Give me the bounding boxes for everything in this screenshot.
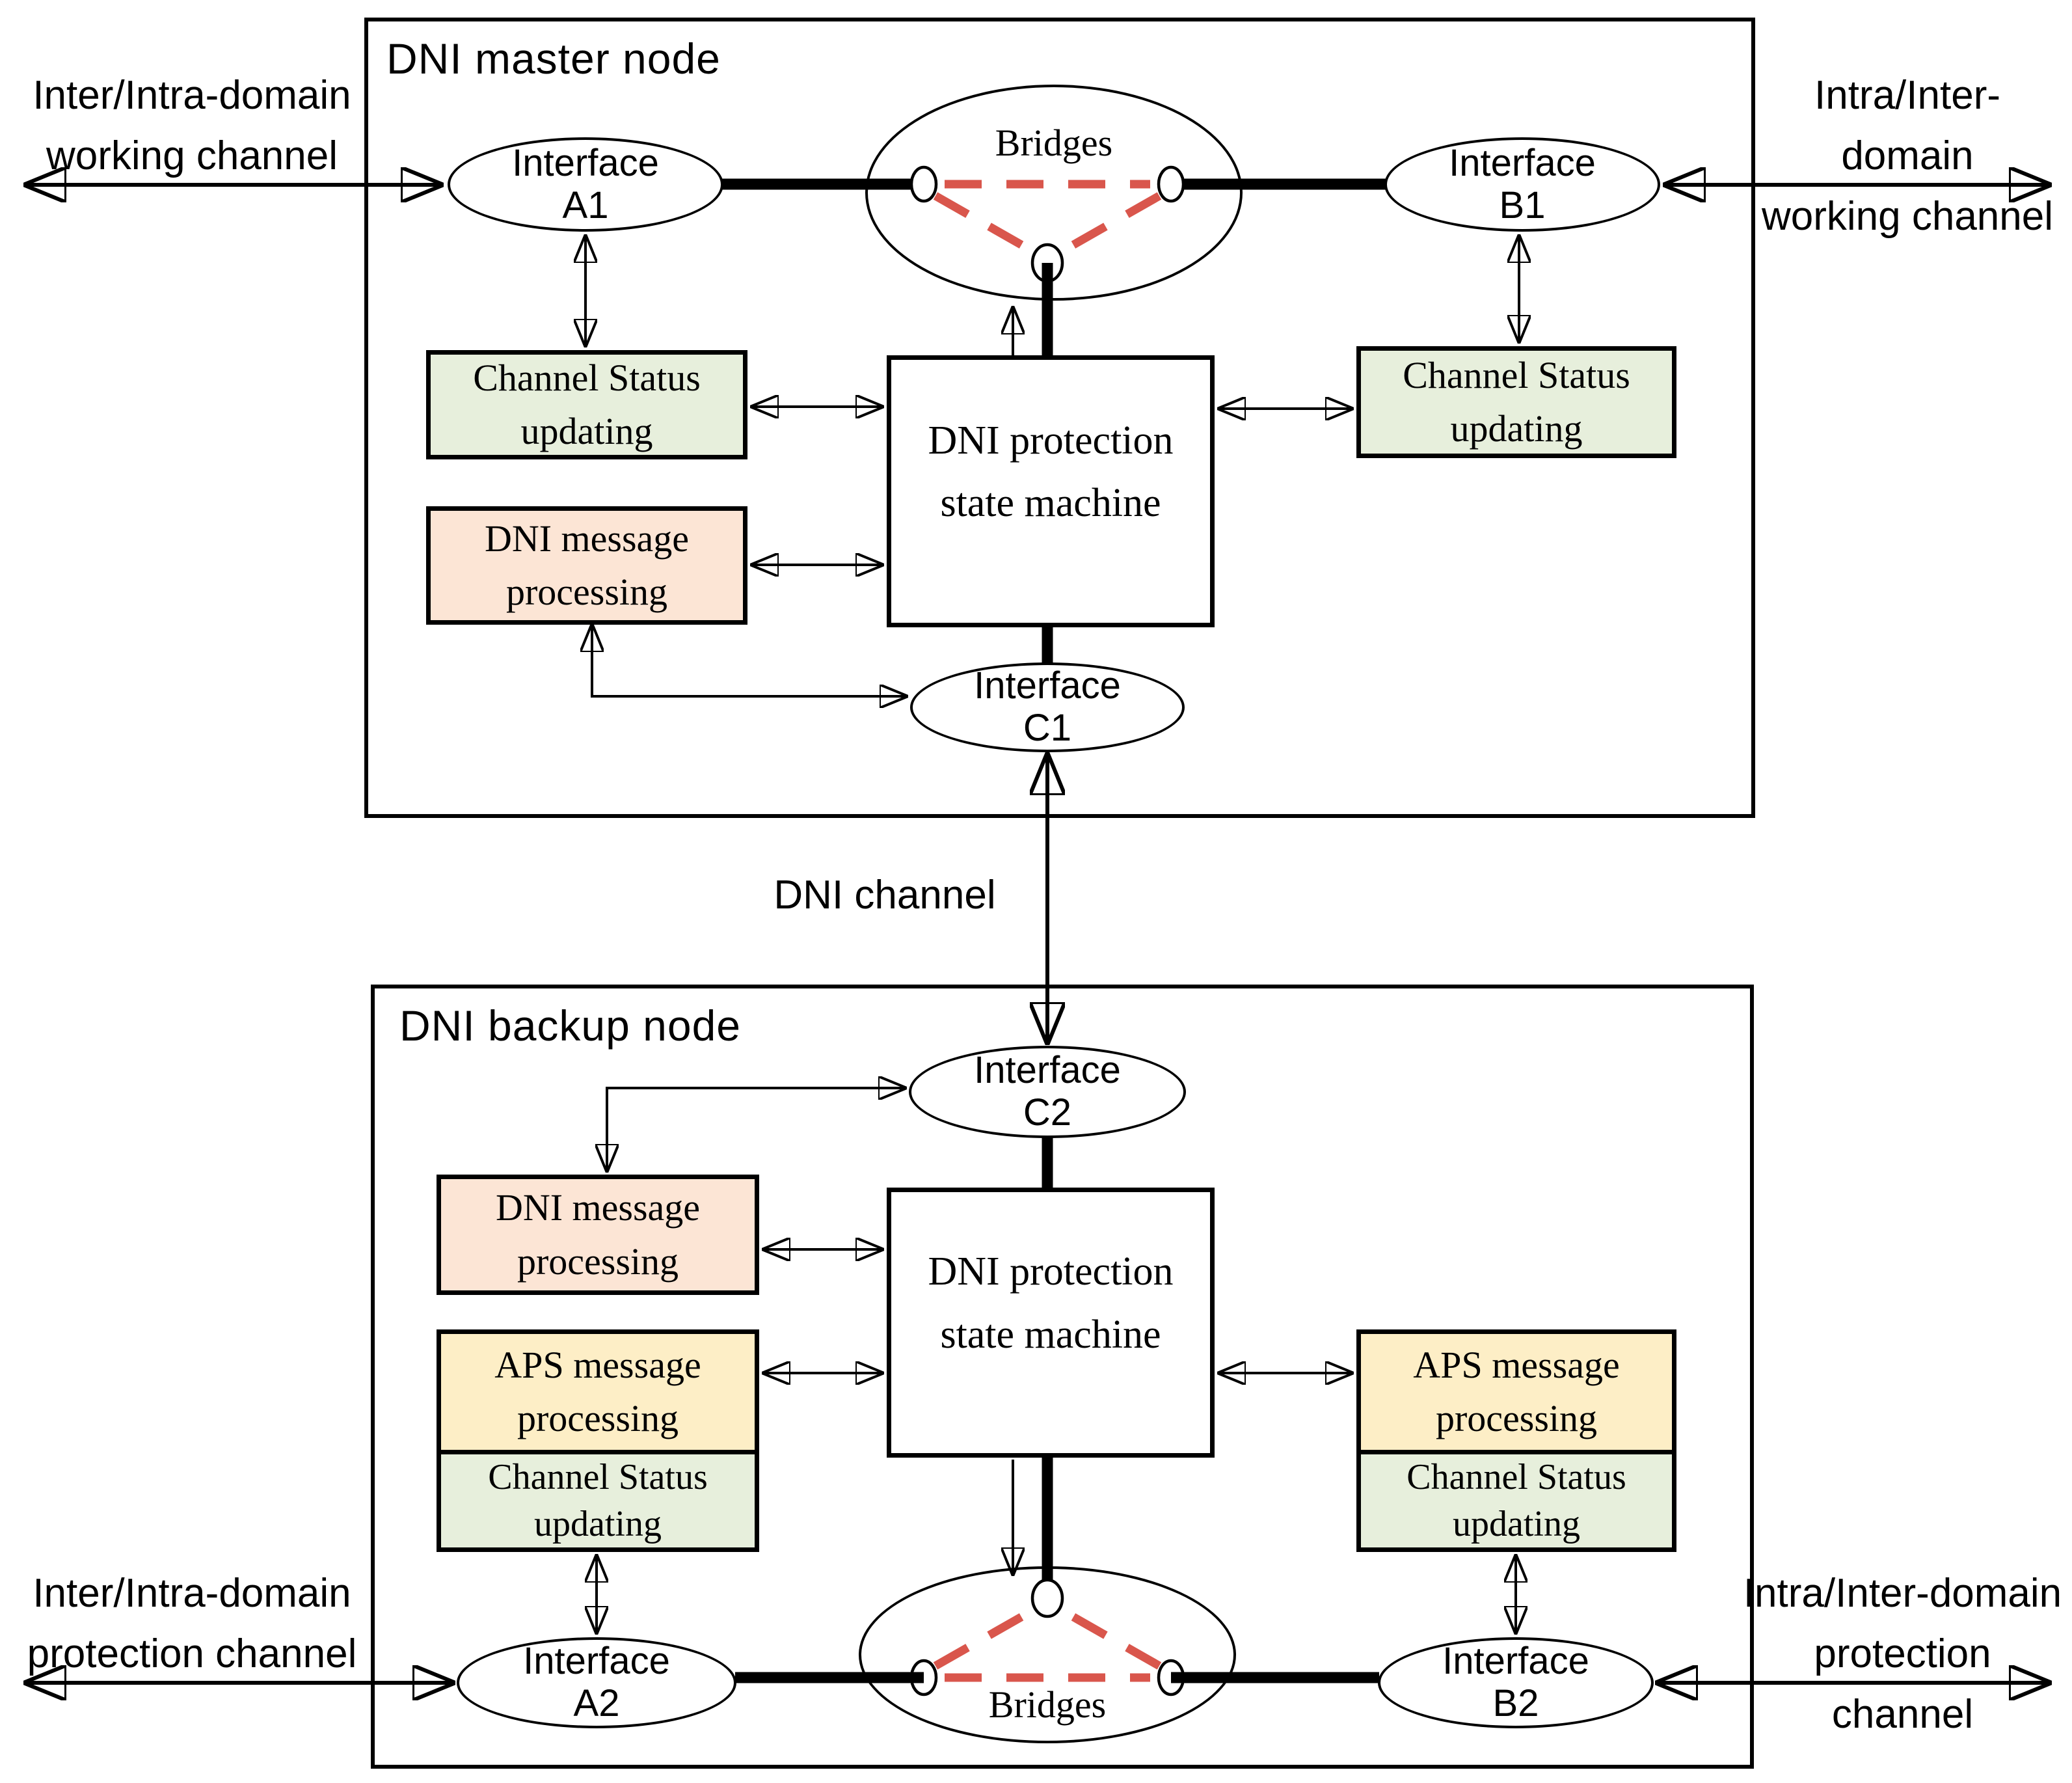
- box-label: updating: [1453, 1503, 1580, 1544]
- interface-b1-ellipse: Interface B1: [1384, 137, 1660, 232]
- box-label: APS message: [494, 1343, 701, 1386]
- interface-b2-ellipse: Interface B2: [1378, 1637, 1654, 1728]
- master-channel-status-right-box: Channel Status updating: [1356, 346, 1676, 458]
- interface-label: B2: [1492, 1682, 1539, 1724]
- interface-label: B1: [1499, 184, 1546, 226]
- interface-label: Interface: [1442, 1640, 1589, 1683]
- backup-aps-left-box: APS message processing: [437, 1329, 759, 1454]
- interface-a1-ellipse: Interface A1: [448, 137, 723, 232]
- interface-label: C1: [1023, 707, 1072, 749]
- master-bridges-ellipse: Bridges: [865, 85, 1243, 301]
- channel-label-line: Inter/Intra-domain: [33, 1571, 351, 1616]
- channel-label-line: Inter/Intra-domain: [33, 73, 351, 118]
- dni-channel-label: DNI channel: [774, 873, 996, 918]
- backup-channel-status-right-box: Channel Status updating: [1356, 1450, 1676, 1552]
- interface-label: Interface: [512, 141, 659, 184]
- box-label: state machine: [940, 481, 1161, 525]
- channel-label-line: working channel: [1761, 194, 2054, 239]
- working-channel-left-label: Inter/Intra-domain working channel: [10, 65, 374, 186]
- box-label: Channel Status: [1403, 353, 1630, 396]
- master-state-machine-box: DNI protection state machine: [887, 355, 1215, 627]
- box-label: DNI message: [495, 1186, 701, 1229]
- box-label: processing: [1435, 1397, 1598, 1439]
- box-label: DNI message: [484, 517, 690, 560]
- protection-channel-left-label: Inter/Intra-domain protection channel: [10, 1563, 374, 1684]
- channel-label-line: protection channel: [1814, 1631, 1991, 1737]
- interface-label: A2: [573, 1682, 620, 1724]
- backup-channel-status-left-box: Channel Status updating: [437, 1450, 759, 1552]
- interface-c1-ellipse: Interface C1: [910, 662, 1185, 752]
- box-label: Channel Status: [1406, 1456, 1626, 1497]
- box-label: updating: [520, 410, 653, 452]
- box-label: DNI protection: [928, 418, 1174, 463]
- box-label: updating: [534, 1503, 662, 1544]
- master-node-title: DNI master node: [386, 34, 721, 83]
- interface-label: C2: [1023, 1091, 1072, 1134]
- box-label: Channel Status: [473, 356, 701, 399]
- interface-label: A1: [562, 184, 609, 226]
- protection-channel-right-label: Intra/Inter-domain protection channel: [1738, 1563, 2067, 1745]
- interface-label: Interface: [523, 1640, 670, 1683]
- interface-c2-ellipse: Interface C2: [909, 1046, 1186, 1138]
- box-label: Channel Status: [488, 1456, 708, 1497]
- box-label: processing: [505, 571, 668, 613]
- box-label: DNI protection: [928, 1249, 1174, 1294]
- bridges-label: Bridges: [995, 122, 1113, 164]
- channel-label-line: protection channel: [27, 1631, 357, 1676]
- box-label: updating: [1450, 407, 1583, 450]
- working-channel-right-label: Intra/Inter-domain working channel: [1751, 65, 2064, 247]
- backup-state-machine-box: DNI protection state machine: [887, 1188, 1215, 1458]
- interface-label: Interface: [1449, 141, 1596, 184]
- bridges-label: Bridges: [988, 1683, 1107, 1726]
- interface-label: Interface: [974, 1049, 1121, 1092]
- channel-label-line: Intra/Inter-domain: [1814, 73, 2000, 178]
- backup-node-title: DNI backup node: [399, 1001, 741, 1050]
- backup-aps-right-box: APS message processing: [1356, 1329, 1676, 1454]
- backup-bridges-ellipse: Bridges: [859, 1566, 1236, 1743]
- master-channel-status-left-box: Channel Status updating: [426, 350, 747, 459]
- master-dni-message-box: DNI message processing: [426, 506, 747, 625]
- backup-dni-message-box: DNI message processing: [437, 1175, 759, 1295]
- box-label: state machine: [940, 1312, 1161, 1357]
- channel-label-line: Intra/Inter-domain: [1743, 1571, 2062, 1616]
- box-label: processing: [517, 1397, 679, 1439]
- box-label: APS message: [1413, 1343, 1620, 1386]
- channel-label-line: working channel: [46, 133, 338, 178]
- interface-label: Interface: [974, 664, 1121, 707]
- interface-a2-ellipse: Interface A2: [457, 1637, 736, 1728]
- box-label: processing: [517, 1240, 679, 1283]
